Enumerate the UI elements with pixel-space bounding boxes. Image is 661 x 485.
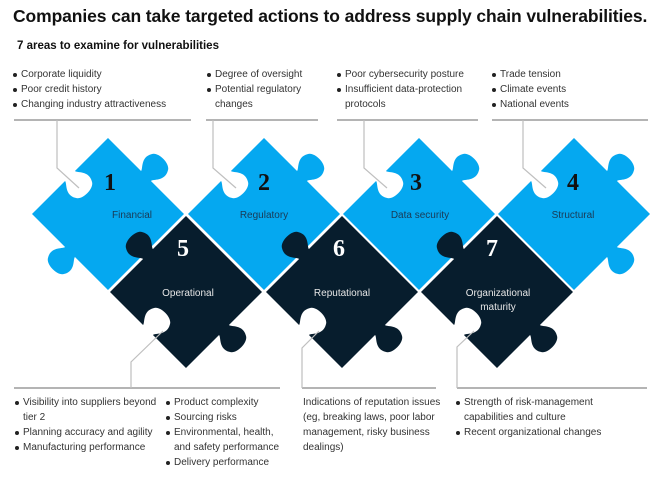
area-label-maturity: maturity [480,302,516,313]
notes-structural: Trade tension Climate events National ev… [492,67,642,112]
area-number-4: 4 [567,170,579,196]
area-label-structural: Structural [552,210,595,221]
note-item: Poor cybersecurity posture [337,67,485,82]
connector-organizational-maturity [456,330,475,388]
note-item: Environmental, health, and safety perfor… [166,425,286,455]
note-item: Degree of oversight [207,67,322,82]
area-label-financial: Financial [112,210,152,221]
connector-structural [522,120,547,189]
notes-operational-col2: Product complexity Sourcing risks Enviro… [166,395,286,470]
note-item: Product complexity [166,395,286,410]
note-item: Manufacturing performance [15,440,160,455]
note-item: Planning accuracy and agility [15,425,160,440]
puzzle-piece-reputational [266,216,418,368]
note-item: Delivery performance [166,455,286,470]
connector-data-security [363,120,388,189]
connector-operational [130,330,164,388]
puzzle-piece-organizational-maturity [421,216,573,368]
puzzle-piece-structural [498,138,650,290]
notes-operational-col1: Visibility into suppliers beyond tier 2 … [15,395,160,455]
note-item: National events [492,97,642,112]
note-item: Strength of risk-management capabilities… [456,395,631,425]
area-number-6: 6 [333,236,345,262]
connector-regulatory [212,120,237,189]
area-number-5: 5 [177,236,189,262]
notes-reputational: Indications of reputation issues (eg, br… [303,397,441,453]
note-item: Corporate liquidity [13,67,203,82]
area-number-7: 7 [486,236,498,262]
notes-regulatory: Degree of oversight Potential regulatory… [207,67,322,112]
area-label-regulatory: Regulatory [240,210,288,221]
note-item: Poor credit history [13,82,203,97]
area-label-operational: Operational [162,288,214,299]
note-item: Insufficient data-protection protocols [337,82,485,112]
notes-data-security: Poor cybersecurity posture Insufficient … [337,67,485,112]
note-item: Potential regulatory changes [207,82,322,112]
connector-reputational [301,330,320,388]
area-number-1: 1 [104,170,116,196]
note-item: Sourcing risks [166,410,286,425]
note-item: Climate events [492,82,642,97]
area-number-3: 3 [410,170,422,196]
area-label-data-security: Data security [391,210,449,221]
area-number-2: 2 [258,170,270,196]
area-label-reputational: Reputational [314,288,370,299]
page-title: Companies can take targeted actions to a… [13,6,648,26]
puzzle-piece-operational [110,216,262,368]
notes-financial: Corporate liquidity Poor credit history … [13,67,203,112]
notes-organizational-maturity: Strength of risk-management capabilities… [456,395,631,440]
note-item: Recent organizational changes [456,425,631,440]
note-item: Changing industry attractiveness [13,97,203,112]
subtitle: 7 areas to examine for vulnerabilities [17,40,219,52]
note-item: Visibility into suppliers beyond tier 2 [15,395,160,425]
note-item: Trade tension [492,67,642,82]
connector-financial [56,120,80,189]
area-label-organizational: Organizational [466,288,530,299]
